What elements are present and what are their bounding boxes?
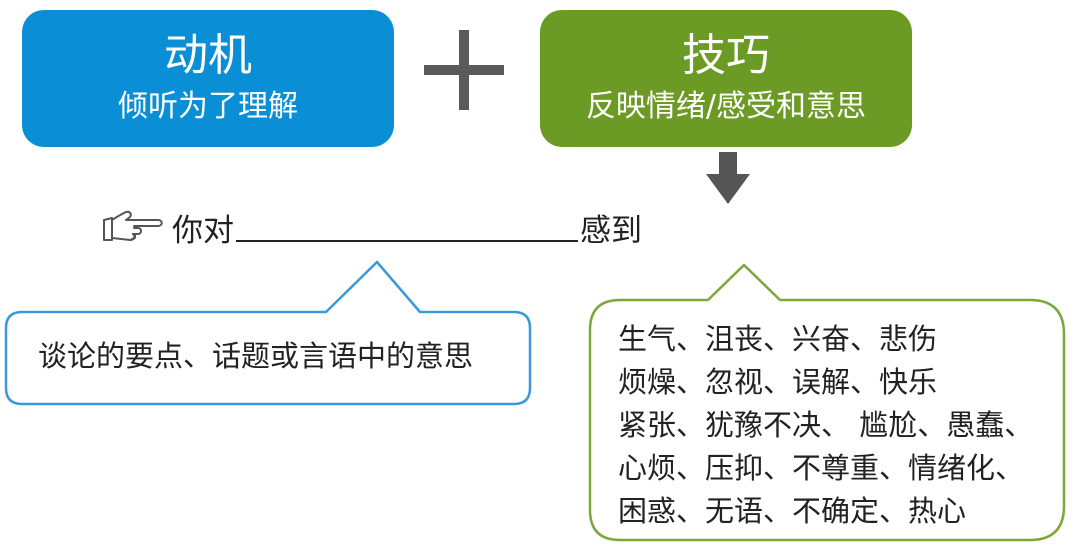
feeling-line: 紧张、犹豫不决、 尴尬、愚蠢、 [618,408,1034,442]
feeling-line: 困惑、无语、不确定、热心 [618,494,967,528]
skill-title: 技巧 [682,30,770,81]
skill-subtitle: 反映情绪/感受和意思 [585,89,867,124]
sentence-template: 你对 感到 [100,200,642,250]
motive-title: 动机 [164,30,252,81]
plus-icon [424,30,504,110]
pointing-hand-icon [103,210,163,241]
motive-subtitle: 倾听为了理解 [118,89,298,124]
skill-box: 技巧 反映情绪/感受和意思 [540,10,912,147]
sentence-prefix: 你对 [172,213,234,249]
fill-in-blank [236,240,578,242]
arrow-down-icon [706,152,750,204]
callout-right-bubble [588,263,1066,542]
callout-right-text: 生气、沮丧、兴奋、悲伤 烦燥、忽视、误解、快乐 紧张、犹豫不决、 尴尬、愚蠢、 … [618,318,1058,533]
sentence-suffix: 感到 [580,213,642,249]
feeling-line: 心烦、压抑、不尊重、情绪化、 [618,451,1025,485]
callout-left-bubble [4,260,532,406]
feeling-line: 生气、沮丧、兴奋、悲伤 [618,322,938,356]
motive-box: 动机 倾听为了理解 [22,10,394,147]
callout-left-text: 谈论的要点、话题或言语中的意思 [38,339,474,373]
feeling-line: 烦燥、忽视、误解、快乐 [618,365,938,399]
